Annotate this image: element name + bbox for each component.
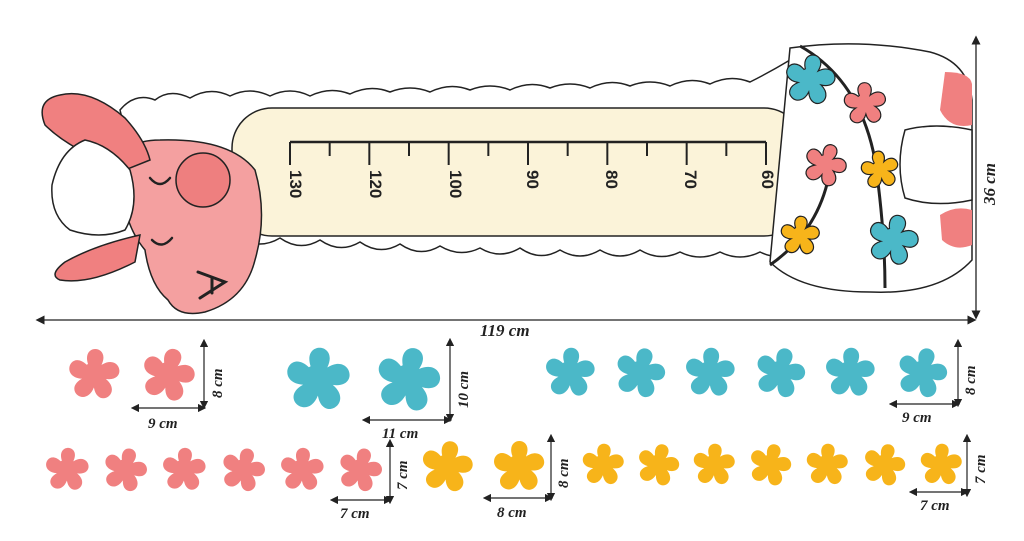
flower-icon <box>281 447 324 490</box>
dim-teal-small-h: 8 cm <box>963 365 979 395</box>
tick-70: 70 <box>681 170 700 189</box>
flower-icon <box>163 447 206 490</box>
ruler-panel <box>231 107 805 237</box>
dimension-annotations: 119 cm 36 cm 8 cm 9 cm 10 cm 11 cm 8 cm … <box>35 35 999 522</box>
pig-cheek <box>175 152 231 208</box>
dim-yellow-small-h: 7 cm <box>973 454 989 484</box>
flower-icon <box>378 348 441 411</box>
dim-yellow-small-w: 7 cm <box>920 498 950 514</box>
dim-pink-small-h: 7 cm <box>395 460 411 490</box>
flower-icon <box>223 448 265 492</box>
pig-back-leg <box>899 125 973 205</box>
flower-icon <box>806 443 848 485</box>
pig-ear-top <box>41 92 151 171</box>
tick-100: 100 <box>446 170 465 198</box>
flower-icon <box>423 441 473 492</box>
dim-pink-small-w: 7 cm <box>340 506 370 522</box>
flower-icon <box>826 347 875 396</box>
flower-icon <box>546 347 595 396</box>
pig-tail-patch-bottom <box>940 208 972 248</box>
dim-pink-large-w: 9 cm <box>148 416 178 432</box>
dim-yellow-large-w: 8 cm <box>497 505 527 521</box>
flower-icon <box>899 348 948 398</box>
flower-icon <box>46 447 89 490</box>
flower-icon <box>639 444 680 486</box>
wreath-flowers <box>780 54 919 265</box>
flower-icon <box>693 443 735 485</box>
dim-total-width: 119 cm <box>480 321 530 340</box>
pig-tail-patch-top <box>940 72 972 126</box>
tick-90: 90 <box>523 170 542 189</box>
flower-icon <box>780 215 820 255</box>
flower-icon <box>843 82 886 124</box>
pig-eye-left <box>148 176 172 186</box>
flower-icon <box>920 443 962 485</box>
flower-icon <box>340 448 382 492</box>
tick-130: 130 <box>286 170 305 198</box>
ruler-icon: 130 120 100 90 80 70 60 <box>286 140 777 198</box>
pig-mouth <box>196 270 229 300</box>
flower-icon <box>786 54 836 104</box>
flower-icon <box>582 443 624 485</box>
pig-sticker: 130 120 100 90 80 70 60 <box>41 43 973 315</box>
dim-teal-small-w: 9 cm <box>902 410 932 426</box>
flower-icon <box>494 440 545 490</box>
tick-60: 60 <box>758 170 777 189</box>
flower-icon <box>757 348 806 398</box>
dim-yellow-large-h: 8 cm <box>556 458 572 488</box>
flower-icon <box>686 347 735 396</box>
flower-icon <box>287 347 350 409</box>
pig-eye-right <box>150 236 174 246</box>
flower-icon <box>860 150 899 188</box>
flower-icon <box>805 144 847 187</box>
pig-ear-bottom <box>54 234 141 282</box>
pig-hair-tuft <box>51 139 135 236</box>
dim-pink-large-h: 8 cm <box>210 368 226 398</box>
flower-icon <box>751 444 792 486</box>
dim-total-height: 36 cm <box>980 163 999 206</box>
dim-teal-large-w: 11 cm <box>382 426 418 442</box>
tick-120: 120 <box>366 170 385 198</box>
flower-sticker-rows <box>46 347 962 492</box>
flower-icon <box>144 348 195 401</box>
flower-icon <box>69 348 120 399</box>
flower-icon <box>870 214 919 265</box>
tick-80: 80 <box>602 170 621 189</box>
dim-teal-large-h: 10 cm <box>456 371 472 408</box>
flower-icon <box>865 444 906 486</box>
flower-icon <box>105 448 147 492</box>
flower-icon <box>617 348 666 398</box>
